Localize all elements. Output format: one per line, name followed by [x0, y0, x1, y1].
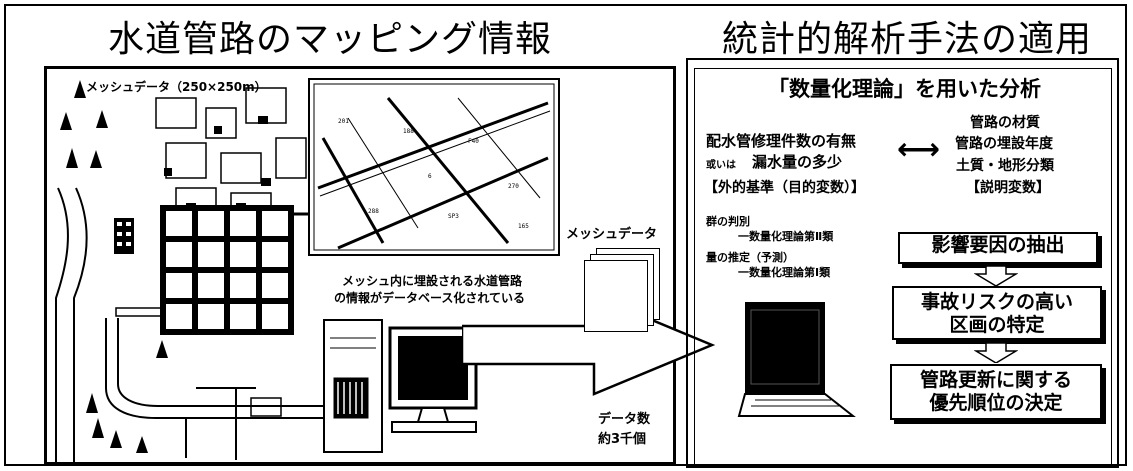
- analysis-panel-inner: [694, 68, 1112, 466]
- facility-icon: [250, 397, 282, 417]
- laptop-icon: [737, 302, 856, 417]
- svg-text:270: 270: [508, 183, 519, 190]
- middle-mesh-label: メッシュデータ: [566, 227, 658, 242]
- right-title: 統計的解析手法の適用: [722, 19, 1093, 60]
- tree-icons: [60, 80, 168, 453]
- method2-label: 量の推定（予測）: [706, 251, 794, 264]
- road-line-bottom: [117, 318, 346, 407]
- house-icons: [164, 116, 271, 211]
- down-arrow-1: [974, 266, 1018, 286]
- explanatory-bracket: 【説明変数】: [966, 180, 1050, 196]
- svg-text:165: 165: [518, 223, 529, 230]
- explanatory-line2: 管路の埋設年度: [955, 136, 1053, 152]
- data-count-line1: データ数: [598, 412, 651, 427]
- step2-line1: 事故リスクの高い: [920, 291, 1073, 313]
- left-title: 水道管路のマッピング情報: [108, 19, 553, 60]
- step-extract-factors: 影響要因の抽出: [898, 232, 1098, 264]
- down-arrow-2: [974, 343, 1018, 363]
- map-illustration: [55, 80, 346, 463]
- river-line-left: [55, 187, 69, 463]
- criterion-or: 或いは: [706, 160, 736, 171]
- double-arrow-icon: ⟷: [897, 132, 941, 167]
- map-panel: [44, 66, 676, 465]
- step2-line2: 区画の特定: [949, 314, 1045, 336]
- building-blocks: [155, 87, 307, 209]
- svg-text:288: 288: [368, 208, 379, 215]
- caption-line1: メッシュ内に埋設される水道管路: [342, 274, 523, 288]
- computer-icon: [323, 319, 478, 453]
- mesh-data-label: メッシュデータ（250×250m）: [86, 80, 267, 94]
- road-line-top: [105, 318, 346, 419]
- step3-line1: 管路更新に関する: [919, 369, 1072, 391]
- criterion-line1: 配水管修理件数の有無: [706, 132, 857, 150]
- method2-value: 一数量化理論第Ⅰ類: [738, 266, 831, 279]
- svg-text:188: 188: [403, 128, 414, 135]
- criterion-bracket: 【外的基準（目的変数）】: [704, 180, 865, 196]
- method1-value: 一数量化理論第Ⅱ類: [738, 230, 834, 243]
- svg-text:F40: F40: [468, 138, 479, 145]
- caption-line2: の情報がデータベース化されている: [334, 291, 526, 305]
- method1-label: 群の判別: [706, 215, 750, 228]
- svg-text:SP3: SP3: [448, 213, 459, 220]
- mesh-grid: [160, 205, 294, 335]
- step-decide-priority: 管路更新に関する 優先順位の決定: [890, 364, 1102, 420]
- analysis-subtitle: 「数量化理論」を用いた分析: [768, 77, 1041, 101]
- data-count-line2: 約3千個: [598, 432, 647, 447]
- analysis-panel: [686, 58, 1119, 468]
- pipe-lines: [185, 387, 256, 460]
- explanatory-line3: 土質・地形分類: [956, 158, 1054, 174]
- river-line-right: [73, 187, 88, 463]
- svg-text:6: 6: [428, 173, 432, 180]
- figure-frame: [4, 4, 1127, 466]
- explanatory-line1: 管路の材質: [970, 115, 1040, 131]
- criterion-line2: 漏水量の多少: [752, 153, 843, 171]
- data-sheet-front: [584, 260, 648, 332]
- svg-text:201: 201: [338, 118, 349, 125]
- step3-line2: 優先順位の決定: [929, 392, 1063, 414]
- step-identify-risk-areas: 事故リスクの高い 区画の特定: [892, 286, 1102, 340]
